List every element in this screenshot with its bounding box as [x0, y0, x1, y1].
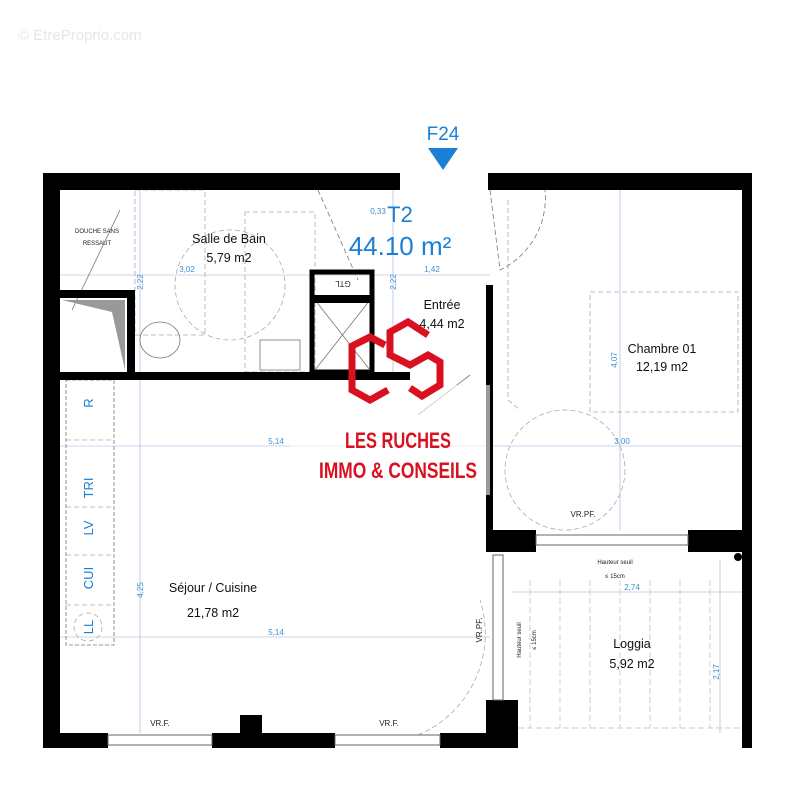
- threshold-side-label-1: Hauteur seuil: [517, 622, 523, 657]
- threshold-label-2: ≤ 15cm: [605, 574, 625, 580]
- bathroom-name: Salle de Bain: [192, 232, 266, 246]
- dim-3-02: 3,02: [179, 265, 195, 274]
- dim-4-07: 4,07: [610, 352, 619, 368]
- apartment-type: T2: [387, 202, 413, 227]
- dim-2-22-b: 2,22: [389, 274, 398, 290]
- logo-line-1: LES RUCHES: [345, 428, 451, 453]
- threshold-side-label-2: ≤ 15cm: [532, 630, 538, 650]
- dim-5-14-b: 5,14: [268, 628, 284, 637]
- entry-name: Entrée: [424, 298, 461, 312]
- appliance-tri: TRI: [81, 478, 96, 499]
- loggia-area: 5,92 m2: [609, 657, 654, 671]
- threshold-label-1: Hauteur seuil: [597, 560, 632, 566]
- dim-0-33: 0,33: [370, 207, 386, 216]
- living-area: 21,78 m2: [187, 606, 239, 620]
- gtl-label: GTL: [335, 279, 351, 288]
- entrance-label: F24: [427, 124, 460, 145]
- appliance-ll: LL: [81, 620, 96, 634]
- bedroom-area: 12,19 m2: [636, 360, 688, 374]
- dim-2-17: 2,17: [712, 664, 721, 680]
- bathroom-area: 5,79 m2: [206, 251, 251, 265]
- dim-2-74: 2,74: [624, 583, 640, 592]
- apartment-total-area: 44.10 m²: [349, 231, 452, 261]
- bedroom-name: Chambre 01: [628, 342, 697, 356]
- dim-4-25: 4,25: [136, 582, 145, 598]
- shower-label-2: RESSAUT: [83, 241, 112, 247]
- dim-5-14-a: 5,14: [268, 437, 284, 446]
- entrance-arrow-icon: [428, 148, 458, 170]
- living-door-label: VR.PF.: [475, 618, 484, 643]
- bedroom-window-label: VR.PF.: [571, 510, 596, 519]
- appliance-r: R: [81, 398, 96, 407]
- loggia-name: Loggia: [613, 637, 651, 651]
- living-name: Séjour / Cuisine: [169, 581, 257, 595]
- appliance-lv: LV: [81, 520, 96, 535]
- living-window-2-label: VR.F.: [379, 719, 399, 728]
- logo-hexagon-icon: [348, 317, 444, 405]
- dimension-lines: [60, 190, 742, 733]
- dim-2-22-a: 2,22: [136, 274, 145, 290]
- shower-label-1: DOUCHE SANS: [75, 229, 119, 235]
- logo: LES RUCHES IMMO & CONSEILS: [290, 317, 490, 495]
- dim-1-42: 1,42: [424, 265, 440, 274]
- walls: [43, 173, 752, 748]
- logo-line-2: IMMO & CONSEILS: [319, 458, 477, 483]
- dim-3-00: 3,00: [614, 437, 630, 446]
- watermark: © EtreProprio.com: [18, 27, 142, 44]
- appliance-cui: CUI: [81, 567, 96, 589]
- entry-area: 4,44 m2: [419, 317, 464, 331]
- living-window-1-label: VR.F.: [150, 719, 170, 728]
